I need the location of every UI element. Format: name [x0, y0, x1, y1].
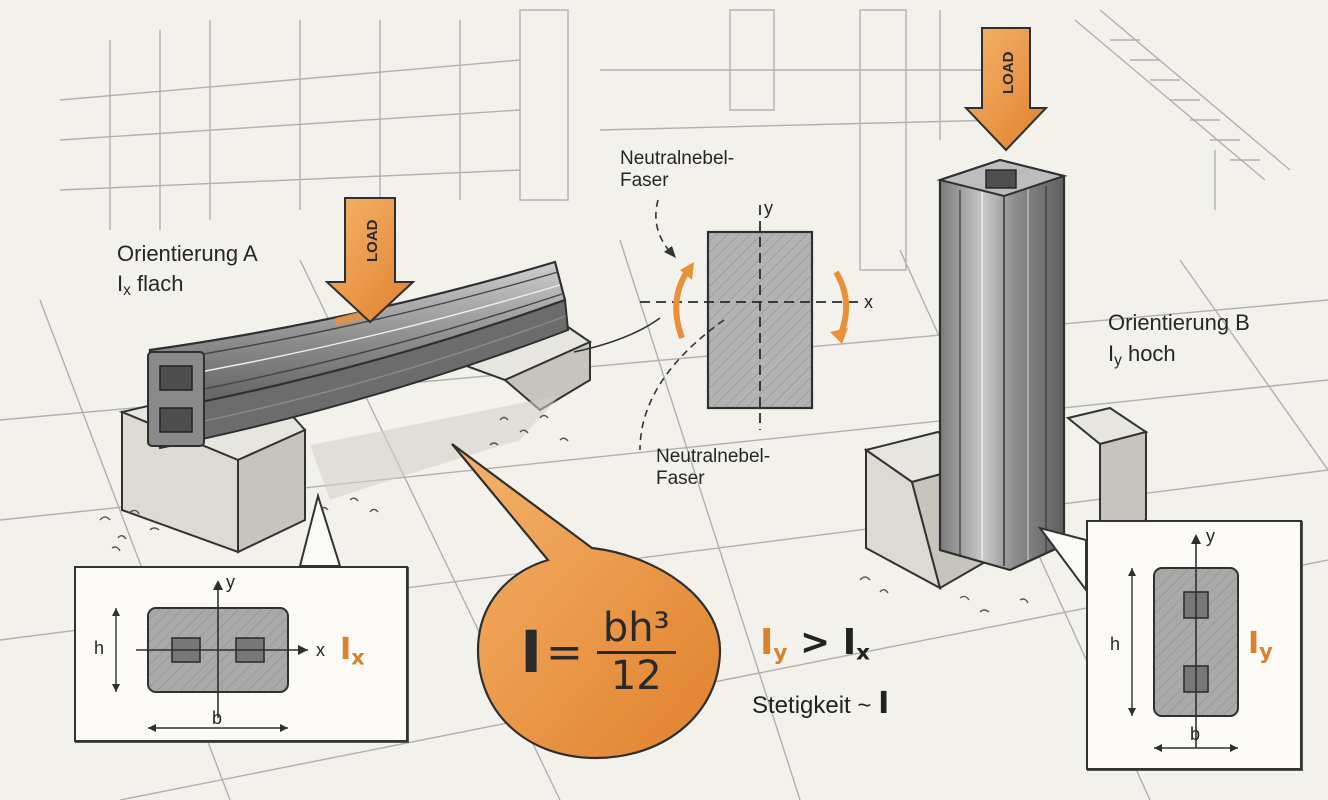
neutral-fiber-bottom-line1: Neutralnebel- — [656, 446, 771, 467]
cross-section-panel-a: y x h b Ix — [74, 566, 408, 742]
comparison-right-sub: x — [856, 640, 871, 666]
comparison-operator: > — [800, 622, 831, 663]
comparison-left: I — [760, 622, 774, 663]
panel-b-y-label: y — [1206, 526, 1215, 546]
cross-section-panel-b: y h b Iy — [1086, 520, 1302, 770]
panel-a-moment-symbol: I — [340, 632, 352, 667]
panel-a-x-label: x — [316, 640, 325, 660]
panel-a-y-label: y — [226, 572, 235, 592]
orientation-b-subtitle: Iy hoch — [1108, 341, 1176, 370]
vertical-column — [936, 158, 1068, 572]
neutral-fiber-top-line2: Faser — [620, 170, 669, 192]
panel-a-h-label: h — [94, 638, 105, 658]
formula-bubble — [451, 443, 722, 760]
stiffness-text: Stetigkeit ~ — [752, 692, 872, 719]
cross-section-a-drawing — [112, 580, 308, 732]
orientation-a-moment: I — [117, 271, 124, 296]
comparison-right: I — [842, 622, 857, 663]
background-sketch — [0, 9, 1328, 800]
panel-b-b-label: b — [1190, 724, 1201, 744]
neutral-axis-diagram — [573, 199, 860, 451]
center-axis-x-label: x — [864, 292, 873, 312]
orientation-a-desc: flach — [136, 271, 184, 296]
horizontal-beam — [147, 260, 570, 450]
neutral-fiber-top-line1: Neutralnebel- — [620, 148, 735, 169]
load-arrow-a: LOAD — [324, 197, 416, 324]
orientation-a-moment-sub: x — [123, 281, 131, 299]
formula-fraction: bh³ 12 — [596, 607, 676, 699]
formula-numerator: bh³ — [596, 607, 676, 654]
inertia-comparison: Iy > Ix — [760, 622, 870, 665]
panel-b-moment: Iy — [1248, 626, 1273, 663]
panel-b-moment-sub: y — [1259, 639, 1273, 664]
panel-b-h-label: h — [1110, 634, 1121, 654]
debris-marks — [99, 414, 1029, 613]
orientation-b-title: Orientierung B — [1108, 310, 1250, 335]
orientation-b-moment-sub: y — [1114, 351, 1122, 369]
cross-section-b-drawing — [1128, 534, 1239, 752]
orientation-b-moment: I — [1108, 341, 1115, 366]
panel-a-b-label: b — [212, 708, 223, 728]
load-arrow-b: LOAD — [963, 27, 1049, 152]
stiffness-symbol: I — [878, 686, 890, 721]
load-label-b: LOAD — [1000, 51, 1017, 94]
comparison-left-sub: y — [773, 640, 788, 666]
panel-b-pointer — [1037, 526, 1087, 594]
orientation-a-subtitle: Ix flach — [117, 271, 183, 300]
neutral-fiber-label-bottom: Neutralnebel- Faser — [656, 446, 770, 491]
orientation-a-title: Orientierung A — [117, 241, 258, 266]
stiffness-statement: Stetigkeit ~ I — [752, 686, 889, 721]
load-label-a: LOAD — [364, 219, 381, 262]
orientation-b-desc: hoch — [1127, 341, 1176, 366]
panel-a-moment-sub: x — [351, 645, 365, 670]
center-axis-y-label: y — [764, 198, 773, 218]
panel-b-moment-symbol: I — [1248, 626, 1260, 661]
formula-lhs: I — [520, 618, 542, 686]
support-block-back — [1065, 406, 1149, 542]
neutral-fiber-bottom-line2: Faser — [656, 468, 705, 490]
panel-a-moment: Ix — [340, 632, 365, 669]
formula-denominator: 12 — [610, 652, 662, 699]
formula-equals: = — [545, 626, 583, 678]
beam-shadow — [310, 395, 560, 500]
neutral-fiber-label-top: Neutralnebel- Faser — [620, 148, 734, 193]
moment-of-inertia-formula: I = bh³ 12 — [488, 592, 708, 712]
